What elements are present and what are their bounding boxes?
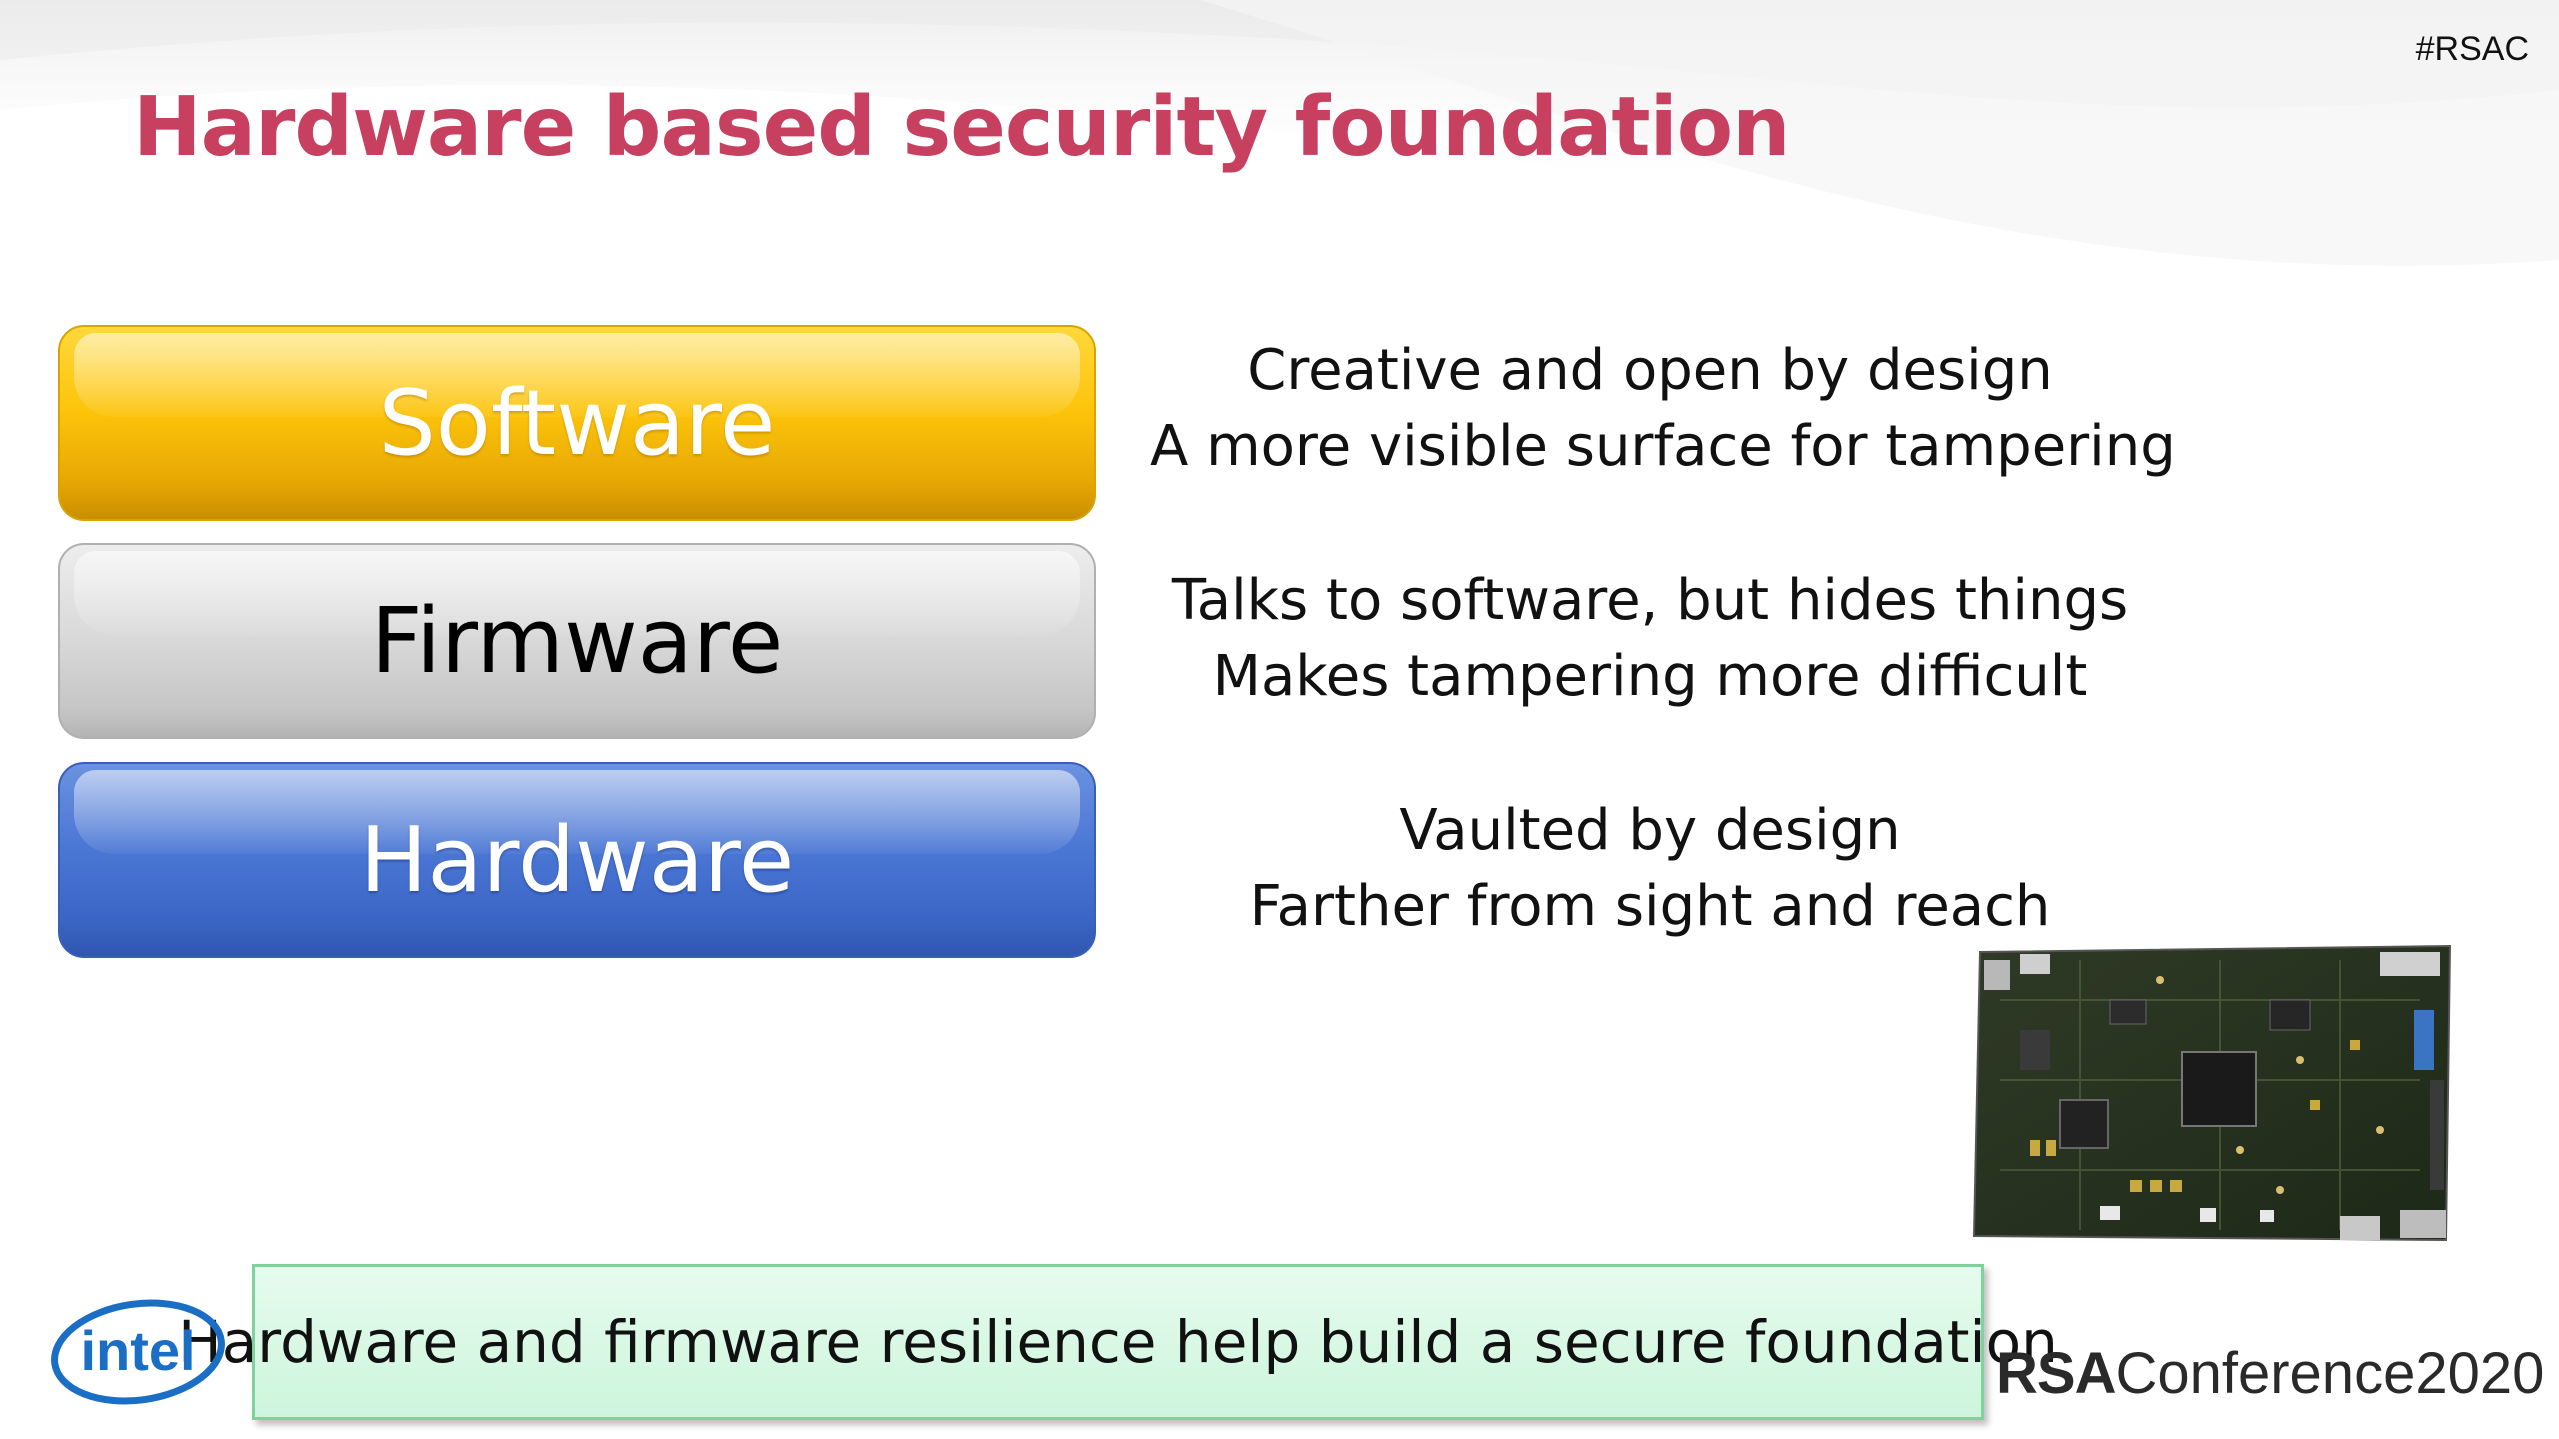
rsa-logo-bold: RSA [1996, 1341, 2116, 1406]
layer-firmware: Firmware [58, 543, 1096, 739]
rsac-hashtag: #RSAC [2415, 30, 2529, 68]
layer-software-label: Software [378, 370, 776, 476]
software-description-line2: A more visible surface for tampering [1150, 414, 2176, 479]
firmware-description: Talks to software, but hides things Make… [1150, 563, 2150, 715]
hardware-description-line2: Farther from sight and reach [1249, 874, 2051, 939]
firmware-description-line1: Talks to software, but hides things [1171, 568, 2129, 633]
intel-logo-text: intel [80, 1319, 195, 1382]
firmware-description-line2: Makes tampering more difficult [1212, 644, 2088, 709]
layer-hardware: Hardware [58, 762, 1096, 958]
rsa-logo-conference: Conference2020 [2115, 1341, 2545, 1406]
software-description-line1: Creative and open by design [1247, 338, 2053, 403]
intel-logo: intel [51, 1299, 225, 1405]
layer-software: Software [58, 325, 1096, 521]
rsa-conference-logo: RSAConference2020 [1996, 1340, 2544, 1407]
summary-callout: Hardware and firmware resilience help bu… [178, 1264, 2058, 1420]
hardware-description: Vaulted by design Farther from sight and… [1150, 793, 2150, 945]
hardware-description-line1: Vaulted by design [1399, 798, 1901, 863]
software-description: Creative and open by design A more visib… [1150, 333, 2176, 485]
layer-firmware-label: Firmware [370, 588, 784, 694]
page-title: Hardware based security foundation [133, 80, 1790, 175]
layer-hardware-label: Hardware [359, 807, 795, 913]
circuit-board-image [1972, 944, 2452, 1242]
